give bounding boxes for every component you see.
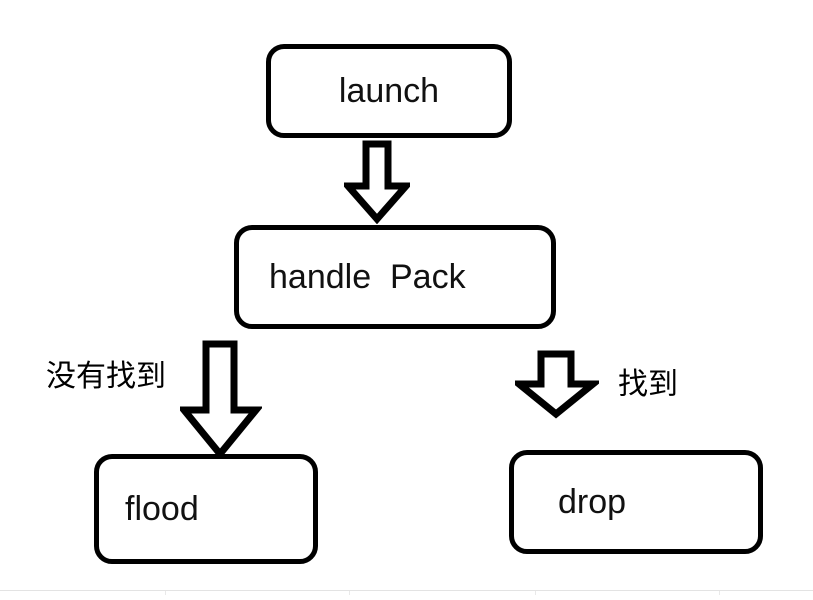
arrow-handle-pack-to-drop [515,350,599,420]
ruler-tick [349,591,350,595]
block-arrow-down-icon [344,140,410,224]
block-arrow-down-icon [515,350,599,419]
node-handle-pack-label: handle Pack [269,258,466,296]
ruler-tick [165,591,166,595]
node-drop-label: drop [558,483,627,521]
bottom-ruler [0,590,813,600]
edge-label-found: 找到 [618,367,678,402]
node-launch-label: launch [338,72,440,110]
node-handle-pack[interactable]: handle Pack [234,225,556,329]
node-drop[interactable]: drop [509,450,763,554]
arrow-handle-pack-to-flood [180,340,262,460]
block-arrow-down-icon [180,340,262,460]
ruler-tick [535,591,536,595]
edge-label-not-found: 没有找到 [46,359,166,394]
node-launch[interactable]: launch [266,44,512,138]
node-flood-label: flood [125,490,199,528]
arrow-launch-to-handle-pack [344,140,410,224]
ruler-tick [719,591,720,595]
node-flood[interactable]: flood [94,454,318,564]
